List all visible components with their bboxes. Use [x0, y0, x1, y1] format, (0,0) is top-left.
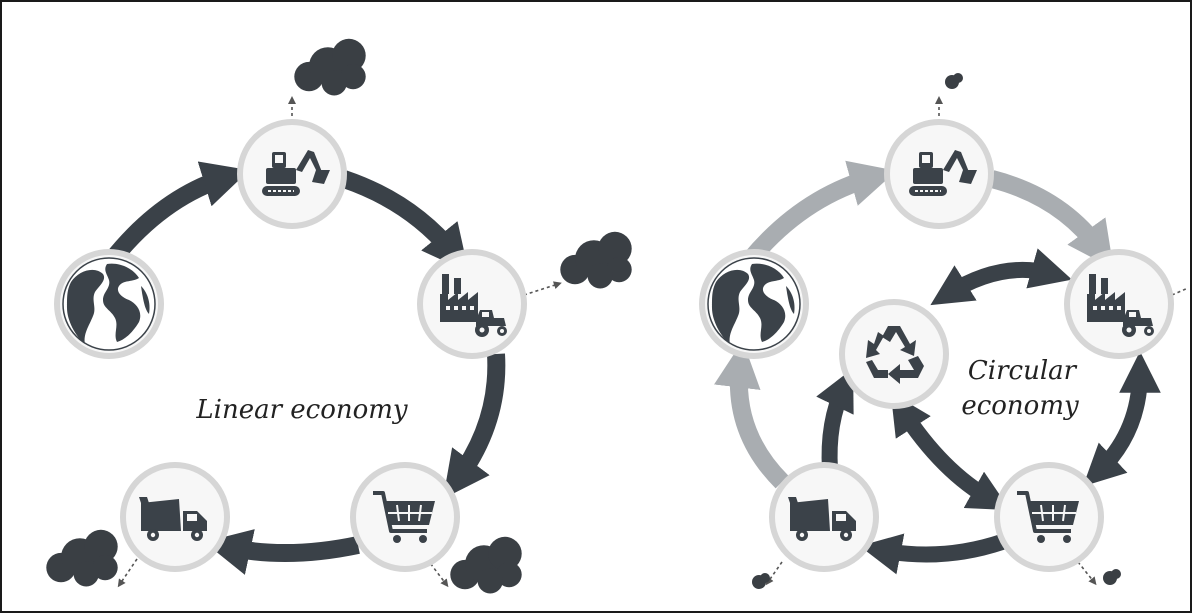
linear-economy-title: Linear economy: [195, 395, 408, 425]
linear-economy-panel: Linear economy: [46, 38, 632, 594]
smoke-cloud-icon: [294, 38, 366, 96]
globe-icon: [707, 257, 801, 351]
arrow-excavator-to-factory-light: [989, 170, 1114, 270]
node-truck: [120, 462, 230, 572]
emission-excavator-circular: [935, 73, 963, 128]
node-truck-circular: [769, 462, 879, 572]
arrow-cart-to-truck: [204, 529, 360, 575]
emission-factory-linear: [523, 231, 632, 296]
emission-cart-linear: [426, 536, 522, 594]
arrow-truck-to-globe-light: [714, 340, 789, 489]
node-cart-circular: [994, 462, 1104, 572]
emission-cart-circular: [1077, 561, 1121, 586]
arrow-globe-to-excavator: [104, 161, 250, 266]
node-excavator-circular: [884, 119, 994, 229]
emission-truck-circular: [752, 561, 783, 589]
node-globe: [54, 249, 164, 359]
arrow-globe-to-excavator-light: [743, 160, 897, 266]
arrow-recycle-factory: [930, 248, 1073, 306]
emission-factory-circular: [1171, 287, 1189, 296]
globe-icon: [62, 257, 156, 351]
arrow-recycle-cart: [890, 392, 1011, 511]
node-globe-circular: [699, 249, 809, 359]
node-cart: [350, 462, 460, 572]
smoke-puff-icon: [1103, 569, 1121, 585]
smoke-cloud-icon: [560, 231, 632, 289]
emission-excavator-linear: [288, 38, 366, 134]
circular-economy-title-line2: economy: [961, 391, 1079, 421]
circular-economy-panel: Circular economy: [699, 73, 1189, 589]
arrow-excavator-to-factory: [341, 170, 469, 273]
node-excavator: [237, 119, 347, 229]
circular-inner-arrows: [816, 248, 1161, 575]
smoke-cloud-icon: [450, 536, 522, 594]
node-factory-circular: [1064, 249, 1174, 359]
node-factory: [417, 249, 527, 359]
circular-outer-arrows: [714, 160, 1114, 489]
node-recycle: [839, 299, 949, 409]
arrow-factory-cart: [1082, 351, 1161, 487]
emission-truck-linear: [46, 529, 138, 588]
smoke-cloud-icon: [46, 529, 118, 587]
arrow-cart-to-truck-circular: [859, 533, 1005, 575]
smoke-puff-icon: [752, 573, 770, 589]
linear-flow-arrows: [104, 161, 506, 575]
smoke-puff-icon: [945, 73, 963, 89]
arrow-truck-to-recycle: [816, 368, 854, 471]
circular-economy-title-line1: Circular: [968, 356, 1078, 386]
arrow-factory-to-cart: [443, 353, 506, 499]
